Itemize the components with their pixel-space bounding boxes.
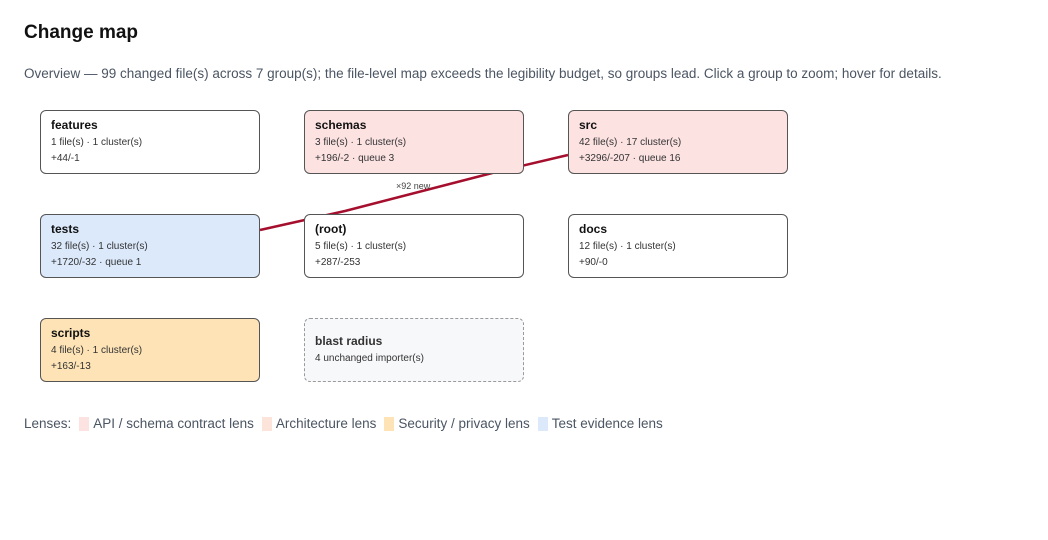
group-diff: +1720/-32 · queue 1	[51, 257, 142, 268]
group-meta: 42 file(s) · 17 cluster(s)	[579, 137, 682, 148]
page-title: Change map	[24, 22, 139, 43]
group-name: (root)	[315, 222, 347, 236]
legend-item-label: API / schema contract lens	[93, 416, 254, 431]
legend-item-label: Test evidence lens	[551, 416, 663, 431]
group-name: tests	[51, 222, 80, 236]
group-name: features	[51, 118, 98, 132]
blast-radius-title: blast radius	[315, 334, 383, 348]
group-diff: +44/-1	[51, 153, 80, 164]
group-node-scripts[interactable]: scripts 4 file(s) · 1 cluster(s) +163/-1…	[40, 318, 260, 382]
blast-radius-node[interactable]: blast radius 4 unchanged importer(s)	[304, 318, 524, 382]
group-name: schemas	[315, 118, 367, 132]
legend-swatch	[79, 416, 90, 431]
group-name: src	[579, 118, 598, 132]
group-meta: 3 file(s) · 1 cluster(s)	[315, 137, 407, 148]
group-diff: +196/-2 · queue 3	[315, 153, 395, 164]
legend-swatch	[384, 416, 395, 431]
group-meta: 32 file(s) · 1 cluster(s)	[51, 241, 148, 252]
overview-text: Overview — 99 changed file(s) across 7 g…	[24, 66, 942, 81]
group-meta: 5 file(s) · 1 cluster(s)	[315, 241, 407, 252]
legend-item-security: Security / privacy lens	[384, 416, 530, 431]
legend-swatch	[261, 416, 272, 431]
group-meta: 12 file(s) · 1 cluster(s)	[579, 241, 676, 252]
blast-radius-meta: 4 unchanged importer(s)	[315, 353, 424, 364]
group-meta: 1 file(s) · 1 cluster(s)	[51, 137, 143, 148]
legend-item-api-schema: API / schema contract lens	[79, 416, 254, 431]
legend-item-architecture: Architecture lens	[261, 416, 377, 431]
lens-legend: Lenses: API / schema contract lens Archi…	[24, 416, 663, 431]
group-diff: +287/-253	[315, 257, 361, 268]
group-diff: +3296/-207 · queue 16	[579, 153, 681, 164]
group-node-src[interactable]: src 42 file(s) · 17 cluster(s) +3296/-20…	[568, 110, 788, 174]
group-name: scripts	[51, 326, 91, 340]
group-name: docs	[579, 222, 608, 236]
group-diff: +163/-13	[51, 361, 91, 372]
legend-label: Lenses:	[24, 416, 72, 431]
group-node-features[interactable]: features 1 file(s) · 1 cluster(s) +44/-1	[40, 110, 260, 174]
group-node-docs[interactable]: docs 12 file(s) · 1 cluster(s) +90/-0	[568, 214, 788, 278]
legend-swatch	[537, 416, 548, 431]
group-node-root[interactable]: (root) 5 file(s) · 1 cluster(s) +287/-25…	[304, 214, 524, 278]
group-diff: +90/-0	[579, 257, 608, 268]
edge-label: ×92 new	[396, 181, 431, 191]
group-node-schemas[interactable]: schemas 3 file(s) · 1 cluster(s) +196/-2…	[304, 110, 524, 174]
group-meta: 4 file(s) · 1 cluster(s)	[51, 345, 143, 356]
legend-item-label: Architecture lens	[275, 416, 377, 431]
legend-item-label: Security / privacy lens	[398, 416, 530, 431]
legend-item-test-evidence: Test evidence lens	[537, 416, 663, 431]
group-node-tests[interactable]: tests 32 file(s) · 1 cluster(s) +1720/-3…	[40, 214, 260, 278]
